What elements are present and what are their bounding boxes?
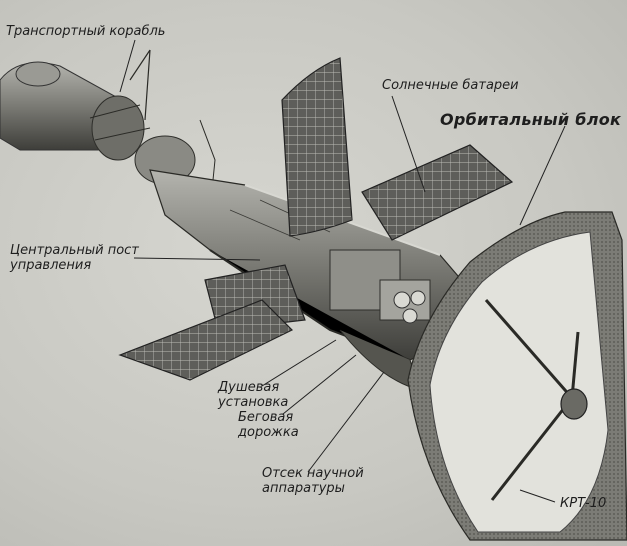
label-transport-ship: Транспортный корабль bbox=[6, 24, 166, 39]
label-central-post: Центральный пост управления bbox=[10, 243, 139, 273]
label-shower-line2: установка bbox=[218, 395, 289, 410]
label-central-post-line1: Центральный пост bbox=[10, 243, 139, 258]
label-shower: Душевая установка bbox=[218, 380, 288, 410]
label-treadmill: Беговая дорожка bbox=[238, 410, 299, 440]
label-science-bay-line2: аппаратуры bbox=[262, 481, 345, 496]
label-treadmill-line2: дорожка bbox=[238, 425, 299, 440]
label-solar-panels: Солнечные батареи bbox=[382, 78, 519, 93]
label-shower-line1: Душевая bbox=[218, 380, 280, 395]
leader-lines bbox=[119, 39, 566, 503]
label-central-post-line2: управления bbox=[10, 258, 92, 273]
label-krt10: КРТ-10 bbox=[560, 496, 607, 511]
krt10-antenna-drawing bbox=[407, 211, 627, 541]
label-science-bay-line1: Отсек научной bbox=[262, 466, 364, 481]
orbital-block-hull bbox=[149, 169, 471, 391]
label-science-bay: Отсек научной аппаратуры bbox=[262, 466, 364, 496]
transport-ship-drawing bbox=[0, 49, 216, 191]
label-orbital-block: Орбитальный блок bbox=[440, 110, 622, 129]
label-treadmill-line1: Беговая bbox=[238, 410, 294, 425]
solar-panels-drawing bbox=[118, 57, 514, 381]
